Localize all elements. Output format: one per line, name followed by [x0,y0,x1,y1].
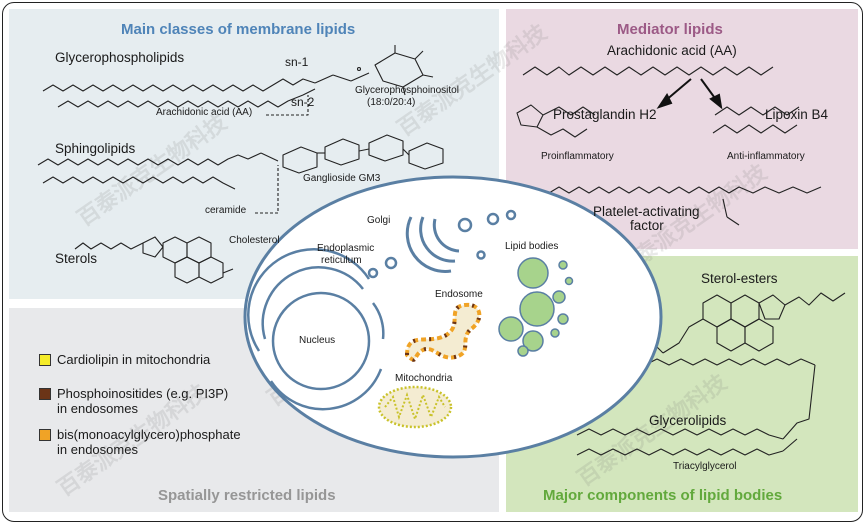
prostaglandin-label: Prostaglandin H2 [553,107,657,122]
legend-line1: bis(monoacylglycero)phosphate [57,427,241,442]
glycerolipids-label: Glycerolipids [649,413,727,428]
cholesterol-label: Cholesterol [229,235,280,246]
paf-label-line2: factor [630,218,664,233]
ganglioside-label: Ganglioside GM3 [303,173,381,184]
paf-label-line1: Platelet-activating [593,204,700,219]
triacylglycerol-label: Triacylglycerol [673,461,737,472]
tag-chain-1 [620,358,816,366]
legend-swatch-brown [39,388,51,400]
cell-illustration [243,175,663,459]
legend-text-bmp: bis(monoacylglycero)phosphate in endosom… [57,427,241,457]
spatial-lipids-title: Spatially restricted lipids [158,487,336,504]
legend-line1: Phosphoinositides (e.g. PI3P) [57,386,229,401]
membrane-aa-label: Arachidonic acid (AA) [156,107,253,118]
lipid-bodies-title: Major components of lipid bodies [543,487,783,504]
fatty-acyl-chain [42,176,236,190]
legend-line1: Cardiolipin in mitochondria [57,352,211,367]
sterols-label: Sterols [55,251,98,266]
legend-text-cardiolipin: Cardiolipin in mitochondria [57,352,210,367]
legend-swatch-yellow [39,354,51,366]
membrane-lipids-title: Main classes of membrane lipids [121,21,356,38]
sterol-esters-label: Sterol-esters [701,271,778,286]
mitochondrion [377,385,453,429]
sphingolipids-label: Sphingolipids [55,141,136,156]
paf-chain [548,186,822,194]
sn2-label: sn-2 [291,95,315,109]
aa-chain [522,66,774,76]
nucleus-label: Nucleus [299,335,336,346]
proinflammatory-label: Proinflammatory [541,151,614,162]
golgi-label: Golgi [367,215,391,226]
glycerophospholipids-label: Glycerophospholipids [55,50,185,65]
legend-line2: in endosomes [57,442,138,457]
ceramide-label: ceramide [205,205,247,216]
sphingosine-chain [37,152,262,166]
sn1-chain [42,78,316,92]
mediator-lipids-title: Mediator lipids [617,21,723,38]
glycerophosphoinositol-sub: (18:0/20:4) [367,97,416,108]
mediator-aa-label: Arachidonic acid (AA) [607,43,737,58]
sn1-label: sn-1 [285,55,309,69]
lipoxin-label: Lipoxin B4 [765,107,829,122]
endosome-label: Endosome [435,289,483,300]
legend-line2: in endosomes [57,401,138,416]
legend-text-phosphoinositides: Phosphoinositides (e.g. PI3P) in endosom… [57,386,228,416]
sn2-chain [57,88,316,108]
er-label-line2: reticulum [321,255,362,266]
diagram-graphics [37,45,846,459]
lipid-bodies-cell-label: Lipid bodies [505,241,559,252]
glycerophosphoinositol-label: Glycerophosphoinositol [355,85,459,96]
anti-inflammatory-label: Anti-inflammatory [727,151,805,162]
legend-swatch-orange [39,429,51,441]
mitochondria-label: Mitochondria [395,373,453,384]
er-label-line1: Endoplasmic [317,243,375,254]
tag-chain-2 [576,428,784,440]
tag-chain-3 [576,448,784,456]
endosome-membrane [404,302,482,362]
